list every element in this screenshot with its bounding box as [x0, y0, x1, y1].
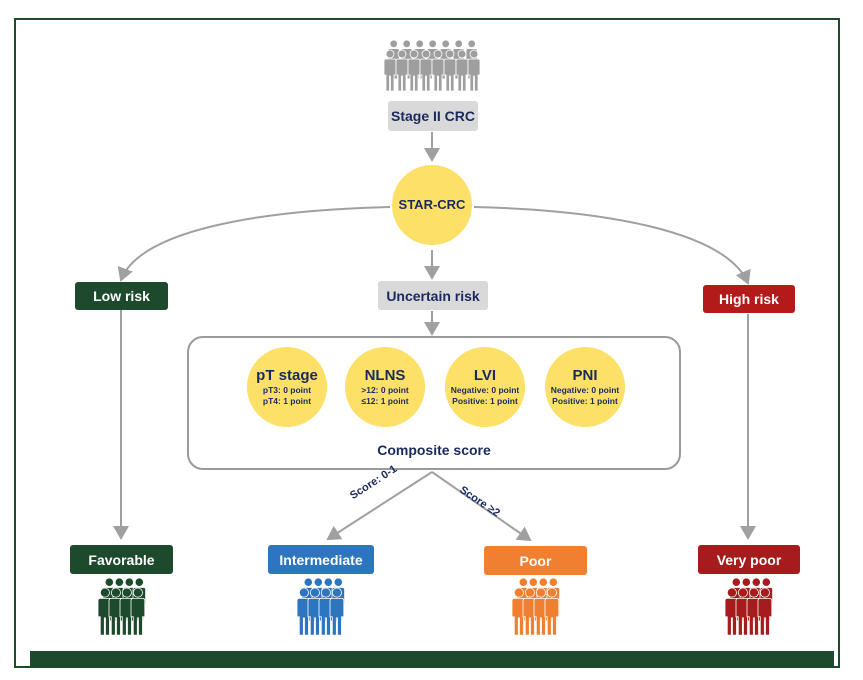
footer-bar: [30, 651, 834, 668]
verypoor-people-group-icon: [722, 577, 782, 645]
criterion-line: Positive: 1 point: [452, 396, 518, 406]
high-risk-box: High risk: [703, 285, 795, 313]
uncertain-risk-box: Uncertain risk: [378, 281, 488, 310]
criterion-line: >12: 0 point: [361, 385, 409, 395]
outcome-intermediate-box: Intermediate: [268, 545, 374, 574]
outcome-poor-box: Poor: [484, 546, 587, 575]
intermediate-people-group-icon: [294, 577, 354, 645]
criterion-title: LVI: [473, 367, 497, 384]
low-risk-box: Low risk: [75, 282, 168, 310]
arrow-star-to-low: [117, 206, 391, 282]
favorable-people-group-icon: [95, 577, 155, 645]
arrow-box-to-poor: [431, 471, 532, 542]
criterion-line: pT3: 0 point: [262, 385, 312, 395]
criterion-line: Negative: 0 point: [550, 385, 620, 395]
stage-label: Stage II CRC: [388, 101, 478, 131]
criterion-line: Positive: 1 point: [552, 396, 618, 406]
criterion-line: Negative: 0 point: [450, 385, 520, 395]
arrow-star-to-high: [473, 206, 751, 285]
poor-people-group-icon: [509, 577, 569, 645]
criterion-title: PNI: [572, 367, 598, 384]
star-crc-label: STAR-CRC: [398, 197, 466, 212]
arrow-box-to-intermediate: [326, 471, 433, 541]
top-people-group-icon: [383, 39, 484, 100]
criterion-title: NLNS: [364, 367, 406, 384]
criterion-line: ≤12: 1 point: [361, 396, 409, 406]
criterion-lvi: LVI Negative: 0 point Positive: 1 point: [445, 347, 525, 427]
criterion-pt-stage: pT stage pT3: 0 point pT4: 1 point: [247, 347, 327, 427]
criterion-pni: PNI Negative: 0 point Positive: 1 point: [545, 347, 625, 427]
outcome-favorable-box: Favorable: [70, 545, 173, 574]
criterion-title: pT stage: [256, 367, 318, 384]
criterion-line: pT4: 1 point: [262, 396, 312, 406]
star-crc-circle: STAR-CRC: [392, 165, 472, 245]
outcome-verypoor-box: Very poor: [698, 545, 800, 574]
criterion-nlns: NLNS >12: 0 point ≤12: 1 point: [345, 347, 425, 427]
composite-score-label: Composite score: [377, 442, 491, 458]
